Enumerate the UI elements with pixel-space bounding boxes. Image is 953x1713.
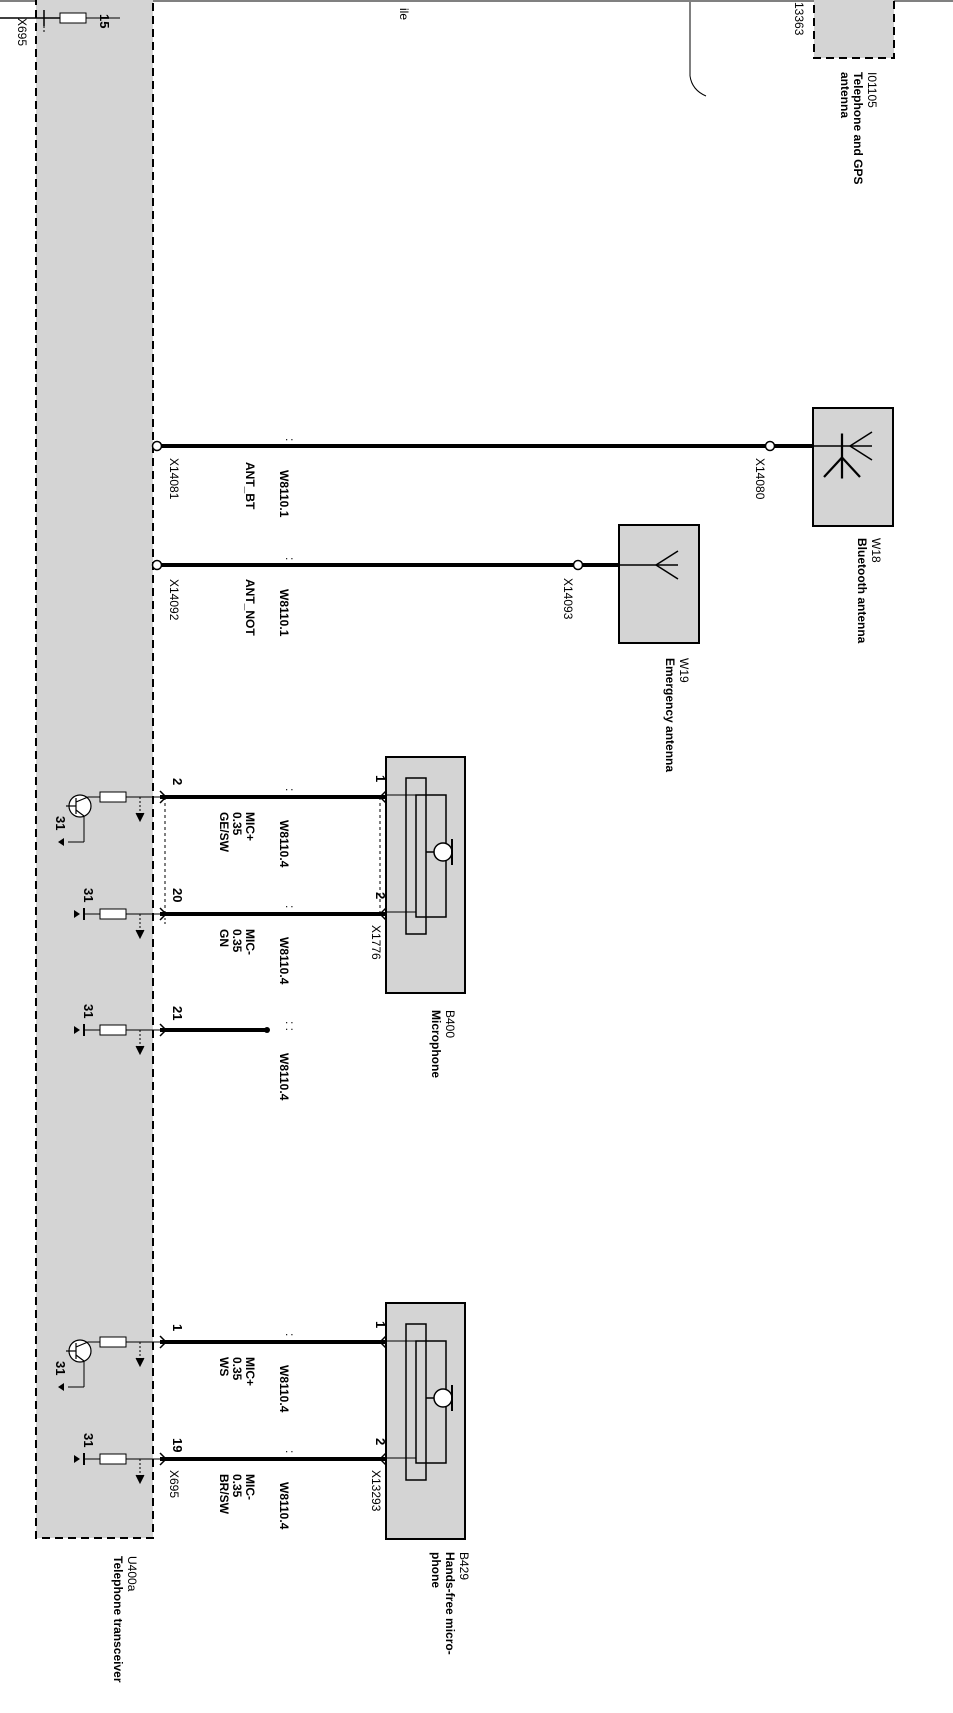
row5-connector: X695 [167, 1470, 181, 1498]
microphone-inner [405, 777, 427, 935]
ant-bt-harness: W8110.1 [277, 470, 291, 518]
partial-number: 13363 [792, 2, 806, 36]
gps-antenna-name-1: Telephone and GPS [851, 72, 865, 184]
row5-signal: MIC- [243, 1474, 257, 1500]
microphone-b400 [385, 756, 466, 994]
handsfree-pin-a: 1 [373, 1321, 388, 1328]
microphone-name: Microphone [429, 1010, 443, 1078]
handsfree-name-2: phone [429, 1552, 443, 1588]
row3-ground: 31 [81, 1004, 96, 1018]
row5-harness: W8110.4 [277, 1482, 291, 1530]
row4-signal: MIC+ [243, 1357, 257, 1386]
bt-antenna-id: W18 [869, 538, 883, 563]
microphone-capsule-icon [433, 842, 453, 862]
row2-pin: 20 [170, 888, 185, 902]
handsfree-name-1: Hands-free micro- [443, 1552, 457, 1655]
bt-antenna-box [812, 407, 894, 527]
partial-label-ile: ile [397, 8, 411, 20]
ant-not-signal: ANT_NOT [243, 579, 257, 636]
mic-wire-row-1 [58, 790, 387, 846]
gps-antenna-id: I01105 [865, 72, 879, 108]
emg-antenna-icon [619, 550, 679, 580]
row5-pin: 19 [170, 1438, 185, 1452]
row1-pin: 2 [170, 778, 185, 785]
emg-antenna-box [618, 524, 700, 644]
harness-marker-open: : : [283, 905, 297, 915]
bt-antenna-icon [813, 431, 873, 461]
row1-color: GE/SW [217, 812, 231, 853]
ant-bt-connector: X14081 [167, 458, 181, 500]
harness-marker-open: : : [283, 788, 297, 798]
row5-gauge: 0.35 [230, 1474, 244, 1498]
transceiver-name: Telephone transceiver [111, 1556, 125, 1683]
ant-not-connector: X14092 [167, 579, 181, 621]
row1-ground: 31 [53, 816, 68, 830]
ant-not-harness: W8110.1 [277, 589, 291, 637]
row3-harness: W8110.4 [277, 1053, 291, 1101]
row4-harness: W8110.4 [277, 1365, 291, 1413]
bt-antenna-name: Bluetooth antenna [855, 538, 869, 644]
handsfree-mic-b429 [385, 1302, 466, 1540]
top-connector-label: X695 [15, 18, 29, 46]
harness-marker-open: : : [283, 1450, 297, 1460]
bt-antenna-connector-label: X14080 [753, 458, 767, 500]
bt-module-connector-dot [151, 440, 163, 452]
gps-antenna-box [813, 0, 895, 59]
antenna-wire-1-labels: : : W8110.1 ANT_BT X14081 [167, 438, 297, 518]
harness-marker-open: : : [283, 557, 297, 567]
row3-pin: 21 [170, 1006, 185, 1020]
harness-marker-open: : : [283, 438, 297, 448]
mic-wire-row-4 [58, 1335, 387, 1391]
row1-signal: MIC+ [243, 812, 257, 841]
row4-color: WS [217, 1357, 231, 1376]
row2-signal: MIC- [243, 929, 257, 955]
mic-wire-row-3 [74, 1023, 270, 1056]
row4-ground: 31 [53, 1361, 68, 1375]
row5-color: BR/SW [217, 1474, 231, 1515]
top-curve [689, 75, 707, 97]
emg-antenna-name: Emergency antenna [663, 658, 677, 772]
bt-antenna-connector-dot [764, 440, 776, 452]
top-pin-label: 15 [97, 14, 112, 28]
antenna-wire-2-labels: : : W8110.1 ANT_NOT X14092 [167, 557, 297, 637]
mic-wire-row-5 [74, 1452, 387, 1485]
transceiver-id: U400a [125, 1556, 139, 1592]
row4-gauge: 0.35 [230, 1357, 244, 1381]
microphone-id: B400 [443, 1010, 457, 1038]
transceiver-module [35, 0, 154, 1539]
emg-module-connector-dot [151, 559, 163, 571]
microphone-connector: X1776 [369, 925, 383, 960]
ant-bt-signal: ANT_BT [243, 462, 257, 510]
emg-antenna-connector-label: X14093 [561, 578, 575, 620]
handsfree-connector: X13293 [369, 1470, 383, 1512]
row2-color: GN [217, 929, 231, 947]
row2-ground: 31 [81, 888, 96, 902]
mic-wire-row-2 [74, 907, 387, 940]
row5-ground: 31 [81, 1433, 96, 1447]
handsfree-inner [405, 1323, 427, 1481]
top-connector-15 [0, 10, 120, 34]
row4-pin: 1 [170, 1324, 185, 1331]
microphone-pin-a: 1 [373, 775, 388, 782]
harness-marker-open: : : [283, 1021, 297, 1031]
harness-marker-open: : : [283, 1333, 297, 1343]
handsfree-pin-b: 2 [373, 1438, 388, 1445]
emg-antenna-id: W19 [677, 658, 691, 683]
gps-antenna-name-2: antenna [838, 72, 852, 118]
row1-gauge: 0.35 [230, 812, 244, 836]
row2-gauge: 0.35 [230, 929, 244, 953]
handsfree-capsule-icon [433, 1388, 453, 1408]
emg-antenna-connector-dot [572, 559, 584, 571]
row2-harness: W8110.4 [277, 937, 291, 985]
row1-harness: W8110.4 [277, 820, 291, 868]
handsfree-id: B429 [457, 1552, 471, 1580]
